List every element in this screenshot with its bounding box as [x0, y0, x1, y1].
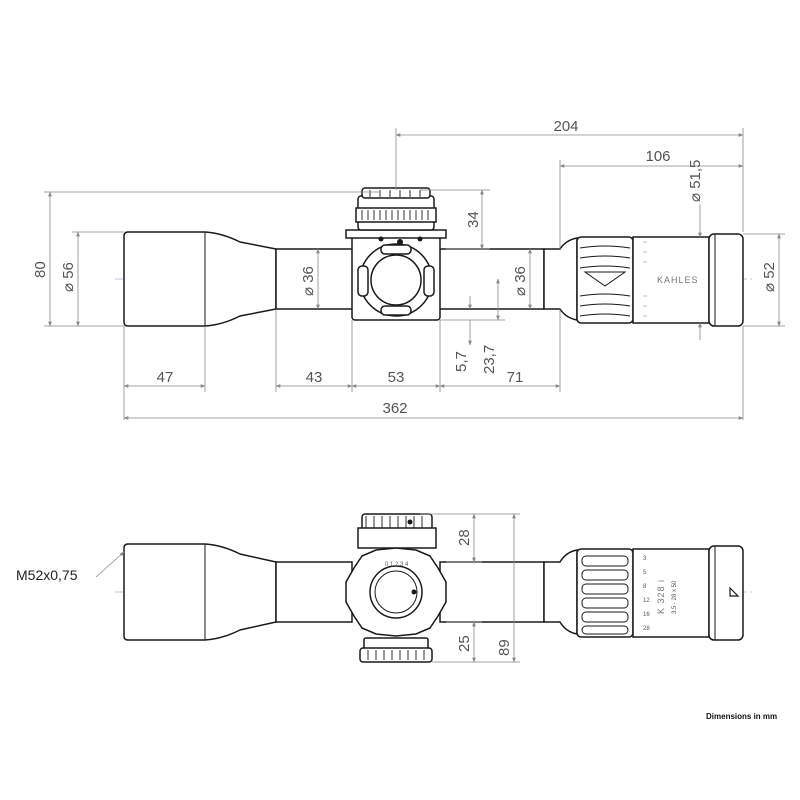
side-view: 0 1 2 3 4: [16, 513, 755, 663]
dim-53: 53: [388, 369, 405, 386]
dim-47: 47: [157, 369, 174, 386]
dim-dia-36-rear: ⌀ 36: [512, 266, 529, 296]
top-view: KAHLES 204 106 ⌀ 51,5: [32, 118, 785, 420]
dim-34: 34: [465, 211, 482, 228]
dim-89: 89: [496, 639, 513, 656]
dim-5-7: 5,7: [453, 351, 470, 372]
svg-text:5: 5: [643, 570, 647, 576]
brand-label: KAHLES: [657, 275, 699, 285]
magnification-ring-side: [576, 548, 634, 638]
elevation-turret-top: [355, 187, 437, 231]
rear-tube-side: [439, 561, 545, 623]
side-focus-knob: 0 1 2 3 4: [345, 547, 447, 637]
dim-dia-52: ⌀ 52: [761, 262, 778, 292]
turret-base-ring: [345, 229, 447, 239]
dim-71: 71: [507, 369, 524, 386]
eyepiece-top: KAHLES: [543, 233, 744, 327]
ocular-cap-top: [708, 233, 744, 327]
svg-text:3: 3: [643, 556, 647, 562]
windage-turret-side: [359, 637, 433, 663]
dim-204: 204: [553, 118, 578, 135]
dim-dia-56: ⌀ 56: [60, 262, 77, 292]
svg-text:8: 8: [643, 584, 647, 590]
svg-text:16: 16: [643, 612, 650, 618]
thread-callout: M52x0,75: [16, 551, 125, 583]
dim-dia-36-front: ⌀ 36: [300, 266, 317, 296]
objective-bell-side: [123, 543, 277, 641]
front-tube-side: [275, 561, 353, 623]
dim-362: 362: [382, 400, 407, 417]
svg-text:12: 12: [643, 598, 650, 604]
windage-turret-top: [357, 243, 435, 317]
dim-28: 28: [456, 529, 473, 546]
triangle-marker-icon: [729, 586, 740, 597]
svg-text:28: 28: [643, 626, 650, 632]
dim-43: 43: [306, 369, 323, 386]
thread-spec: M52x0,75: [16, 567, 78, 583]
dim-25: 25: [456, 635, 473, 652]
dim-80: 80: [32, 261, 49, 278]
dim-dia-51-5: ⌀ 51,5: [687, 160, 704, 202]
dimension-lines-top: 204 106 ⌀ 51,5 34 80 ⌀ 56 ⌀ 36: [32, 118, 785, 420]
elevation-turret-side: [357, 513, 437, 549]
objective-bell-top: [123, 231, 277, 327]
dim-23-7: 23,7: [481, 345, 498, 374]
magnification-label: 3.5 - 28 x 50: [672, 580, 678, 614]
dimension-lines-side: 28 25 89: [420, 513, 520, 663]
rear-tube-top: [435, 248, 545, 310]
eyepiece-side: K 328 i 3.5 - 28 x 50 3 5 8 12 16 28: [543, 545, 744, 641]
magnification-ring: [576, 236, 634, 324]
units-note: Dimensions in mm: [706, 712, 778, 721]
model-label: K 328 i: [656, 579, 666, 614]
ocular-cap-side: [708, 545, 744, 641]
svg-text:0 1 2 3 4: 0 1 2 3 4: [385, 562, 409, 568]
dim-106: 106: [645, 148, 670, 165]
